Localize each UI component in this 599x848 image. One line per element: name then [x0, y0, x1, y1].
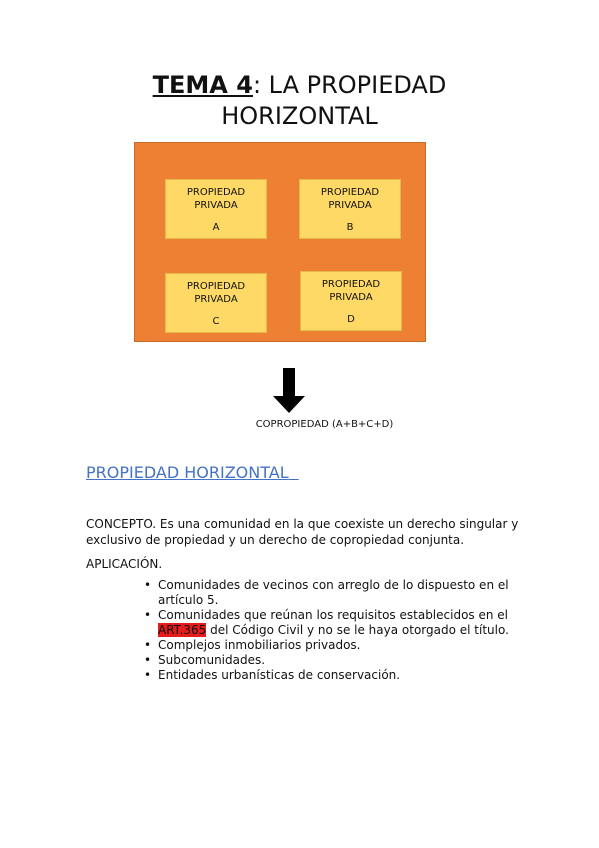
- box-b: PROPIEDAD PRIVADA B: [299, 179, 401, 239]
- box-letter: C: [212, 316, 220, 327]
- box-label-line1: PROPIEDAD: [321, 279, 381, 290]
- concepto-paragraph: CONCEPTO. Es una comunidad en la que coe…: [86, 517, 519, 547]
- box-label-line1: PROPIEDAD: [186, 281, 246, 292]
- list-item: Entidades urbanísticas de conservación.: [144, 668, 528, 683]
- box-a: PROPIEDAD PRIVADA A: [165, 179, 267, 239]
- highlighted-article: ART.365: [158, 623, 207, 637]
- title-line2: HORIZONTAL: [221, 102, 378, 130]
- box-d: PROPIEDAD PRIVADA D: [300, 271, 402, 331]
- box-letter: A: [212, 222, 220, 233]
- down-arrow-icon: [273, 368, 305, 413]
- box-label-line1: PROPIEDAD: [320, 187, 380, 198]
- box-label-line2: PRIVADA: [329, 292, 373, 303]
- list-item: Subcomunidades.: [144, 653, 528, 668]
- title-line1: : LA PROPIEDAD: [252, 71, 447, 99]
- box-c: PROPIEDAD PRIVADA C: [165, 273, 267, 333]
- property-diagram: PROPIEDAD PRIVADA A PROPIEDAD PRIVADA B …: [134, 142, 426, 342]
- list-item: Complejos inmobiliarios privados.: [144, 638, 528, 653]
- box-label-line2: PRIVADA: [194, 294, 238, 305]
- aplicacion-label: APLICACIÓN.: [86, 557, 163, 571]
- box-label-line2: PRIVADA: [194, 200, 238, 211]
- box-label-line2: PRIVADA: [328, 200, 372, 211]
- list-item: Comunidades que reúnan los requisitos es…: [144, 608, 528, 638]
- aplicacion-list: Comunidades de vecinos con arreglo de lo…: [144, 578, 528, 683]
- title-topic: TEMA 4: [152, 71, 253, 99]
- section-heading: PROPIEDAD HORIZONTAL: [86, 463, 289, 482]
- copropiedad-caption: COPROPIEDAD (A+B+C+D): [255, 419, 394, 430]
- box-letter: B: [346, 222, 354, 233]
- box-letter: D: [347, 314, 355, 325]
- list-item: Comunidades de vecinos con arreglo de lo…: [144, 578, 528, 608]
- box-label-line1: PROPIEDAD: [186, 187, 246, 198]
- page-title: TEMA 4: LA PROPIEDAD HORIZONTAL: [0, 70, 599, 132]
